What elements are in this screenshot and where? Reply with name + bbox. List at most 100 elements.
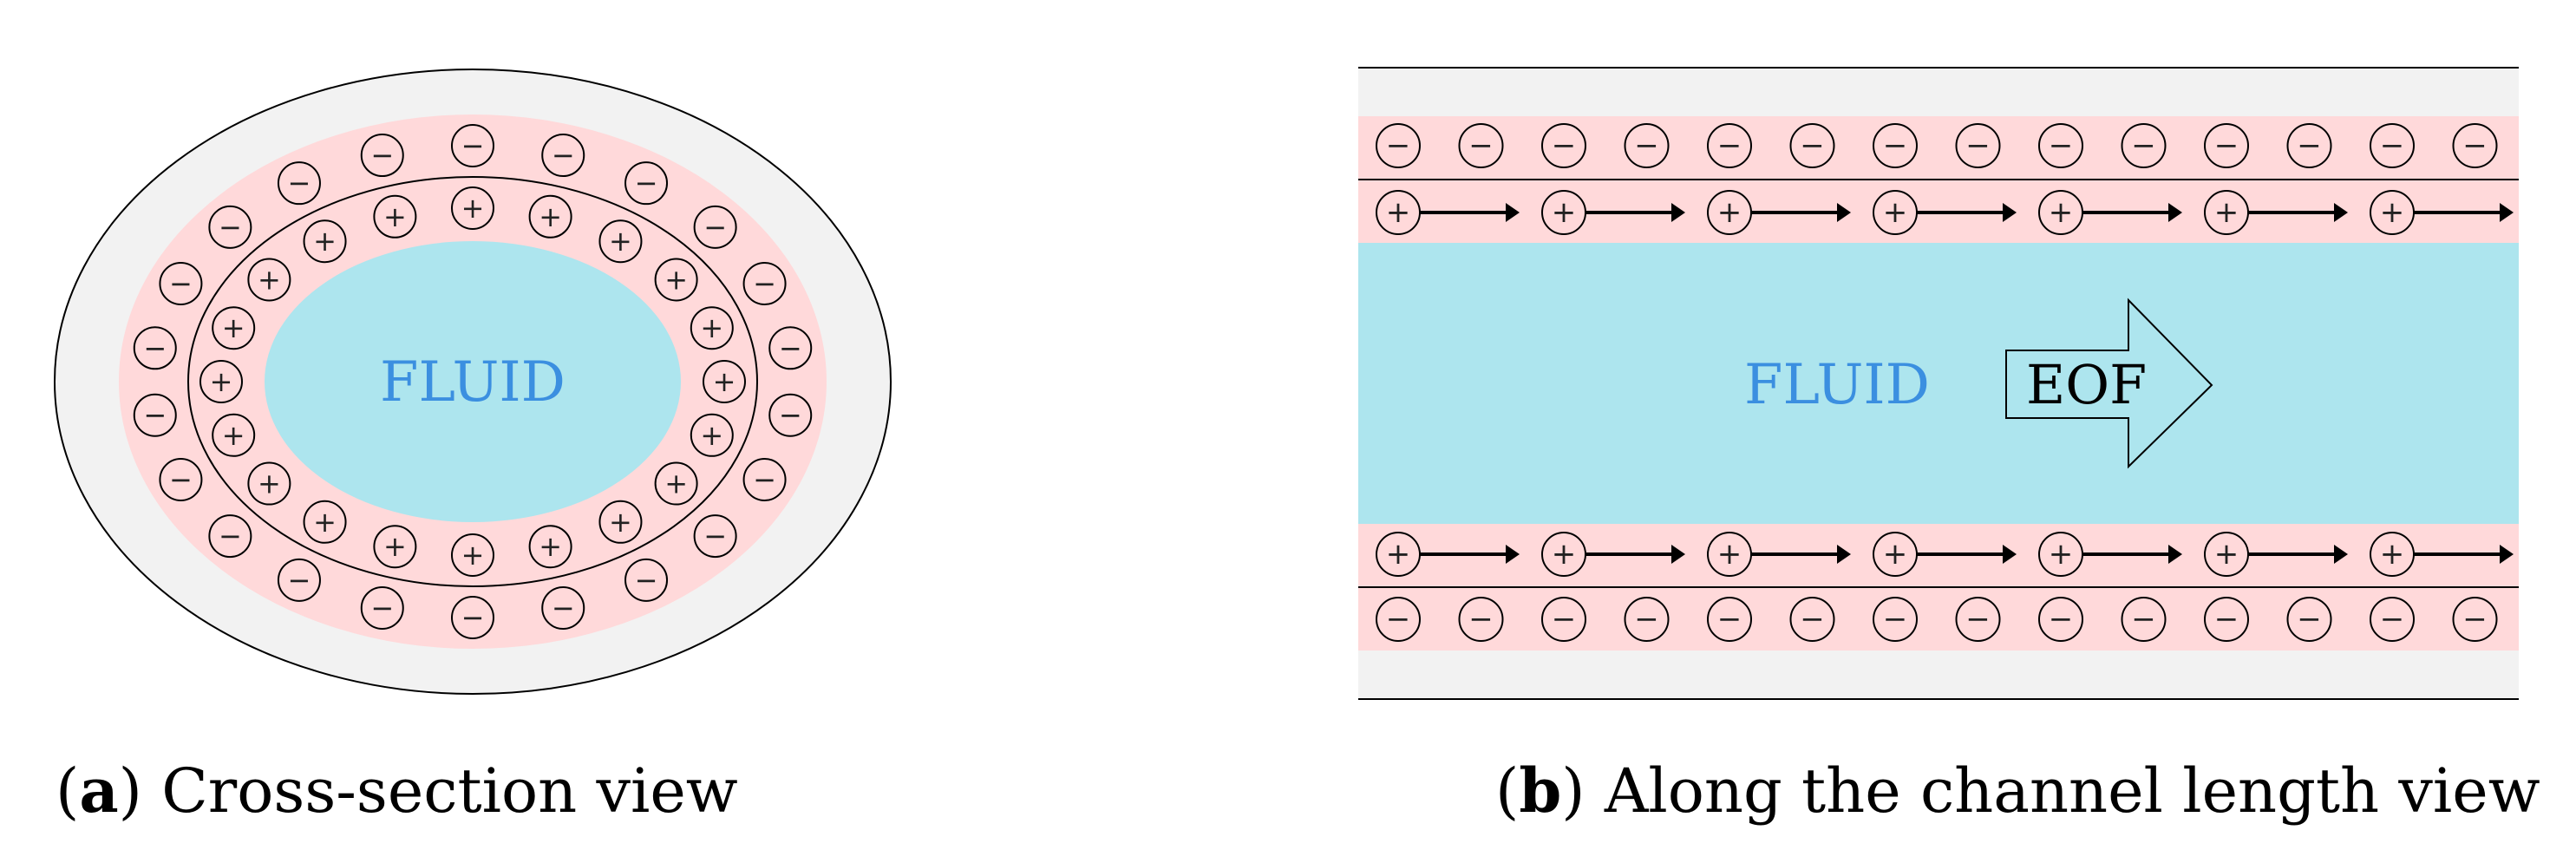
positive-ion-symbol: + xyxy=(2380,537,2405,572)
shear-plane-ellipse xyxy=(187,176,758,587)
negative-ion: − xyxy=(742,262,787,306)
negative-ion: − xyxy=(693,205,737,249)
negative-ion-symbol: − xyxy=(1634,602,1659,637)
positive-ion: + xyxy=(303,219,347,264)
negative-ion: − xyxy=(133,393,177,437)
negative-ion-symbol: − xyxy=(143,331,167,364)
negative-ion: − xyxy=(159,457,203,501)
positive-ion-symbol: + xyxy=(1386,195,1411,230)
negative-ion-symbol: − xyxy=(1883,602,1908,637)
negative-ion-symbol: − xyxy=(1883,128,1908,163)
positive-ion: + xyxy=(199,360,243,403)
positive-ion-symbol: + xyxy=(222,311,245,344)
negative-ion-symbol: − xyxy=(1800,602,1825,637)
positive-ion-symbol: + xyxy=(258,467,281,500)
ion-velocity-arrow xyxy=(1917,545,2017,564)
positive-ion-symbol: + xyxy=(1883,537,1908,572)
positive-ion: + xyxy=(598,219,643,264)
ions-group-a: −−−−−−−−−−−−−−−−−−−−−−++++++++++++++++++… xyxy=(133,124,813,639)
eof-label: EOF xyxy=(2026,353,2147,416)
ion-velocity-arrow xyxy=(1585,545,1685,564)
eof-flow-arrow xyxy=(2005,297,2213,469)
negative-ion-symbol: − xyxy=(779,399,802,432)
positive-ion: + xyxy=(654,258,698,302)
negative-ion: − xyxy=(1376,597,1421,642)
positive-ion-symbol: + xyxy=(1717,537,1742,572)
negative-ion-symbol: − xyxy=(1965,128,1991,163)
positive-ion: + xyxy=(654,461,698,506)
positive-ion-symbol: + xyxy=(313,506,337,539)
wall-top xyxy=(1358,68,2519,116)
caption-b: (b) Along the channel length view xyxy=(1495,755,2540,827)
positive-ion-symbol: + xyxy=(539,530,562,563)
negative-ion: − xyxy=(768,393,813,437)
negative-ion-symbol: − xyxy=(370,592,394,624)
positive-ion-symbol: + xyxy=(1552,537,1577,572)
positive-ion-symbol: + xyxy=(609,506,632,539)
negative-ion-symbol: − xyxy=(288,167,311,199)
ion-velocity-arrow xyxy=(2248,545,2348,564)
caption-b-text: Along the channel length view xyxy=(1604,755,2540,827)
negative-ion-symbol: − xyxy=(2297,128,2322,163)
positive-ion-symbol: + xyxy=(664,467,688,500)
negative-ion: − xyxy=(1624,123,1670,168)
negative-ion: − xyxy=(1873,597,1918,642)
positive-ion: + xyxy=(528,194,572,239)
positive-ion-symbol: + xyxy=(1883,195,1908,230)
positive-ion-symbol: + xyxy=(461,539,485,572)
negative-ion-symbol: − xyxy=(2049,602,2074,637)
negative-ion-symbol: − xyxy=(2214,128,2239,163)
negative-ion-symbol: − xyxy=(2462,128,2488,163)
negative-ion: − xyxy=(208,514,252,559)
negative-ion: − xyxy=(1458,123,1504,168)
negative-ion-symbol: − xyxy=(1468,602,1494,637)
positive-ion-symbol: + xyxy=(222,419,245,452)
negative-ion: − xyxy=(1789,123,1835,168)
positive-ion-symbol: + xyxy=(210,365,233,398)
negative-ion: − xyxy=(159,262,203,306)
negative-ion: − xyxy=(360,585,404,630)
negative-ion: − xyxy=(624,558,669,602)
negative-ion-symbol: − xyxy=(2131,602,2156,637)
positive-ion: + xyxy=(2038,532,2083,577)
positive-ion: + xyxy=(212,413,256,457)
negative-ion-symbol: − xyxy=(2380,602,2405,637)
positive-ion-symbol: + xyxy=(383,200,407,233)
positive-ion-symbol: + xyxy=(2214,537,2239,572)
negative-ion: − xyxy=(1376,123,1421,168)
positive-ion-symbol: + xyxy=(2214,195,2239,230)
positive-ion: + xyxy=(2204,532,2249,577)
caption-a: (a) Cross-section view xyxy=(56,755,738,827)
negative-ion-symbol: − xyxy=(1717,128,1742,163)
negative-ion: − xyxy=(1707,597,1752,642)
positive-ion-symbol: + xyxy=(713,365,736,398)
negative-ion-symbol: − xyxy=(703,211,727,244)
ion-velocity-arrow xyxy=(1420,203,1520,222)
negative-ion: − xyxy=(2286,597,2332,642)
negative-ion: − xyxy=(541,585,585,630)
negative-ion: − xyxy=(2452,597,2498,642)
panel-a-cross-section: FLUID −−−−−−−−−−−−−−−−−−−−−−++++++++++++… xyxy=(54,69,892,695)
ion-velocity-arrow xyxy=(1420,545,1520,564)
ion-velocity-arrow xyxy=(2414,545,2514,564)
negative-ion-symbol: − xyxy=(1552,128,1577,163)
negative-ion-symbol: − xyxy=(2214,602,2239,637)
positive-ion-symbol: + xyxy=(2049,537,2074,572)
negative-ion-symbol: − xyxy=(2131,128,2156,163)
caption-a-letter: a xyxy=(79,755,119,827)
panel-b-channel-length: −−−−−−−−−−−−−−+++++++−−−−−−−−−−−−−−+++++… xyxy=(1358,67,2519,700)
positive-ion-symbol: + xyxy=(2049,195,2074,230)
positive-ion: + xyxy=(451,186,494,230)
negative-ion-symbol: − xyxy=(779,331,802,364)
positive-ion-symbol: + xyxy=(539,200,562,233)
negative-ion: − xyxy=(1955,123,2001,168)
negative-ion-symbol: − xyxy=(2297,602,2322,637)
positive-ion: + xyxy=(2370,190,2415,235)
ion-velocity-arrow xyxy=(2248,203,2348,222)
negative-ion-symbol: − xyxy=(635,564,658,597)
ion-velocity-arrow xyxy=(1585,203,1685,222)
negative-ion-symbol: − xyxy=(219,211,242,244)
negative-ion: − xyxy=(1458,597,1504,642)
negative-ion-symbol: − xyxy=(288,564,311,597)
